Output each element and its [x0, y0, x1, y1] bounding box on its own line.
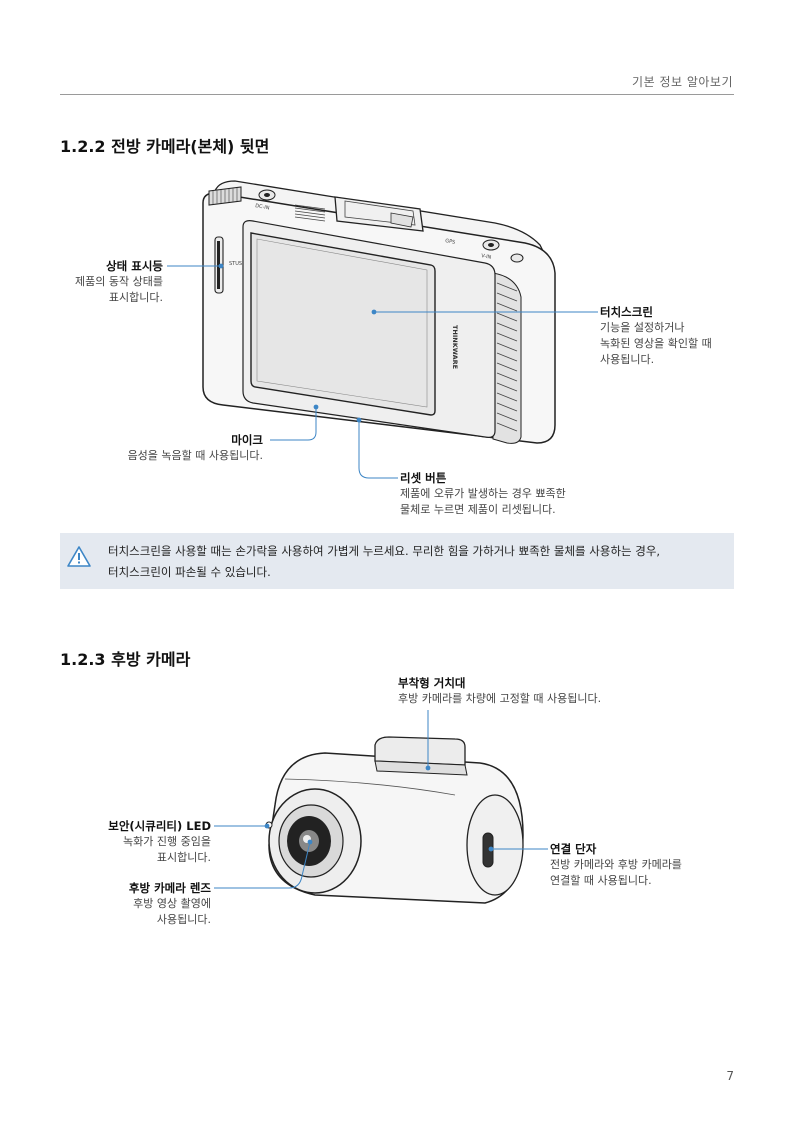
- rear-camera-illustration: [265, 736, 524, 904]
- callout-security-led: 보안(시큐리티) LED 녹화가 진행 중임을 표시합니다.: [108, 818, 211, 866]
- touchscreen-desc-3: 사용됩니다.: [600, 353, 655, 366]
- connector-desc-2: 연결할 때 사용됩니다.: [550, 874, 652, 887]
- reset-desc-1: 제품에 오류가 발생하는 경우 뾰족한: [400, 487, 566, 500]
- callout-touchscreen: 터치스크린 기능을 설정하거나 녹화된 영상을 확인할 때 사용됩니다.: [600, 304, 712, 368]
- status-led-title: 상태 표시등: [106, 259, 163, 273]
- header-rule: [60, 94, 734, 95]
- mic-desc: 음성을 녹음할 때 사용됩니다.: [127, 449, 263, 462]
- section-title-rear-body: 1.2.2 전방 카메라(본체) 뒷면: [60, 137, 270, 156]
- page-number: 7: [726, 1069, 734, 1083]
- callout-lines-rear-body: [167, 263, 598, 479]
- caution-line-1: 터치스크린을 사용할 때는 손가락을 사용하여 가볍게 누르세요. 무리한 힘을…: [108, 544, 661, 558]
- section-title-rear-camera: 1.2.3 후방 카메라: [60, 650, 191, 669]
- warning-icon: [67, 546, 91, 567]
- touchscreen-desc-2: 녹화된 영상을 확인할 때: [600, 337, 712, 350]
- front-camera-rear-illustration: DC-IN GPS V-IN THINKWARE STUS: [202, 180, 556, 444]
- security-led-desc-2: 표시합니다.: [156, 851, 211, 864]
- status-led-desc-2: 표시합니다.: [108, 291, 163, 304]
- mount-desc: 후방 카메라를 차량에 고정할 때 사용됩니다.: [398, 692, 602, 705]
- rear-lens-desc-2: 사용됩니다.: [156, 913, 211, 926]
- callout-mic: 마이크 음성을 녹음할 때 사용됩니다.: [128, 432, 263, 464]
- v-in-label: V-IN: [481, 253, 492, 261]
- touchscreen-title: 터치스크린: [600, 305, 653, 319]
- connector-desc-1: 전방 카메라와 후방 카메라를: [550, 858, 682, 871]
- callout-lines-rear-camera: [214, 710, 548, 889]
- gps-label: GPS: [445, 238, 456, 246]
- running-header: 기본 정보 알아보기: [632, 75, 733, 89]
- touchscreen-desc-1: 기능을 설정하거나: [600, 321, 685, 334]
- mic-title: 마이크: [231, 433, 263, 447]
- dc-in-label: DC-IN: [255, 203, 270, 211]
- callout-mount: 부착형 거치대 후방 카메라를 차량에 고정할 때 사용됩니다.: [398, 675, 601, 707]
- reset-desc-2: 물체로 누르면 제품이 리셋됩니다.: [400, 503, 556, 516]
- caution-note-box: [60, 533, 734, 589]
- security-led-title: 보안(시큐리티) LED: [108, 819, 211, 833]
- security-led-desc-1: 녹화가 진행 중임을: [123, 835, 211, 848]
- brand-logo-text: THINKWARE: [451, 325, 459, 369]
- rear-lens-desc-1: 후방 영상 촬영에: [133, 897, 211, 910]
- mount-title: 부착형 거치대: [398, 676, 466, 690]
- rear-lens-title: 후방 카메라 렌즈: [128, 881, 211, 895]
- callout-connector: 연결 단자 전방 카메라와 후방 카메라를 연결할 때 사용됩니다.: [550, 841, 682, 889]
- callout-reset: 리셋 버튼 제품에 오류가 발생하는 경우 뾰족한 물체로 누르면 제품이 리셋…: [400, 470, 566, 518]
- status-led-label: STUS: [229, 261, 242, 267]
- status-led-desc-1: 제품의 동작 상태를: [75, 275, 163, 288]
- caution-line-2: 터치스크린이 파손될 수 있습니다.: [108, 565, 271, 579]
- connector-title: 연결 단자: [550, 842, 597, 856]
- reset-title: 리셋 버튼: [400, 471, 447, 485]
- callout-rear-lens: 후방 카메라 렌즈 후방 영상 촬영에 사용됩니다.: [129, 880, 211, 928]
- callout-status-led: 상태 표시등 제품의 동작 상태를 표시합니다.: [75, 258, 163, 306]
- caution-note-text: 터치스크린을 사용할 때는 손가락을 사용하여 가볍게 누르세요. 무리한 힘을…: [108, 541, 718, 583]
